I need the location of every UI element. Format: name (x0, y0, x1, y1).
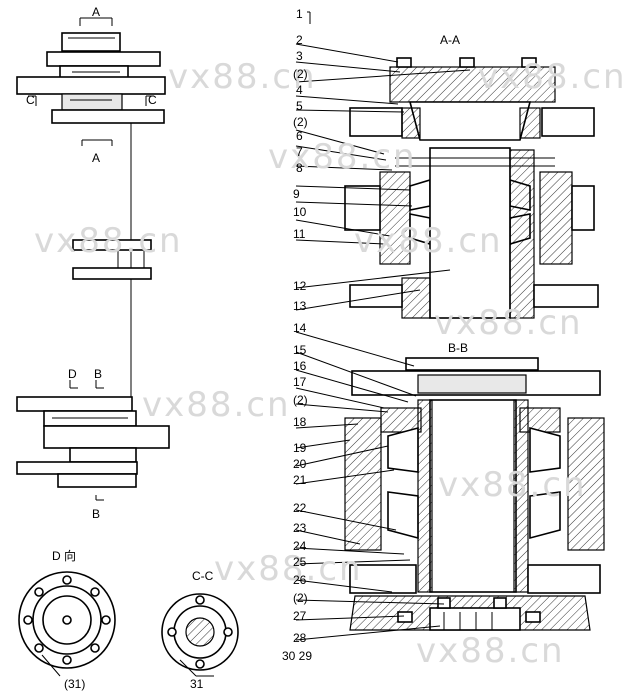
view-mark-a-bottom: A (92, 151, 100, 165)
part-label: (2) (293, 393, 308, 407)
cc-section (161, 593, 239, 677)
section-title-aa: A-A (440, 33, 460, 47)
part-label: 13 (293, 299, 307, 313)
watermark: vx88.cn (168, 57, 317, 97)
part-label: 6 (296, 129, 303, 143)
watermark: vx88.cn (416, 631, 565, 671)
section-title-bb: B-B (448, 341, 468, 355)
part-label: 9 (293, 187, 300, 201)
d-view-flange (18, 571, 116, 677)
watermark: vx88.cn (354, 221, 503, 261)
part-label: 2 (296, 33, 303, 47)
view-mark-b-top: B (94, 367, 102, 381)
part-label: 28 (293, 631, 307, 645)
watermark: vx88.cn (478, 57, 627, 97)
part-label: 11 (293, 227, 306, 241)
part-label: (2) (293, 591, 308, 605)
watermark: vx88.cn (268, 137, 417, 177)
section-titles: A-A B-B C-C D 向 A A C C D B B (26, 5, 468, 583)
part-label: 1 (296, 7, 303, 21)
section-title-cc: C-C (192, 569, 214, 583)
part-label: (31) (64, 677, 85, 691)
part-label: 30 29 (282, 649, 312, 663)
part-label: 26 (293, 573, 307, 587)
part-label: 3 (296, 49, 303, 63)
part-label: 14 (293, 321, 307, 335)
part-label: 5 (296, 99, 303, 113)
part-label: 27 (293, 609, 307, 623)
part-labels: 1 2 3 (2) 4 5 (2) 6 7 8 9 10 11 12 13 14… (64, 7, 312, 691)
bb-section (344, 357, 605, 631)
watermark: vx88.cn (434, 303, 583, 343)
part-label: 24 (293, 539, 307, 553)
part-label: 10 (293, 205, 307, 219)
part-label: 15 (293, 343, 307, 357)
part-label: 19 (293, 441, 307, 455)
aa-section (344, 57, 599, 319)
watermarks: vx88.cn vx88.cn vx88.cn vx88.cn vx88.cn … (34, 57, 627, 671)
view-title-d: D 向 (52, 548, 76, 563)
watermark: vx88.cn (438, 465, 587, 505)
part-label: (2) (293, 115, 308, 129)
part-label: 31 (190, 677, 204, 691)
leader-lines (295, 11, 471, 641)
view-mark-d: D (68, 367, 77, 381)
view-mark-c-left: C (26, 93, 35, 107)
part-label: 16 (293, 359, 307, 373)
part-label: 17 (293, 375, 307, 389)
part-label: 18 (293, 415, 307, 429)
part-label: 22 (293, 501, 307, 515)
part-label: 12 (293, 279, 307, 293)
part-label: 8 (296, 161, 303, 175)
part-label: 20 (293, 457, 307, 471)
part-label: 7 (296, 145, 303, 159)
view-mark-b-bottom: B (92, 507, 100, 521)
watermark: vx88.cn (34, 221, 183, 261)
part-label: 21 (293, 473, 307, 487)
left-elevation-view (16, 17, 170, 501)
view-mark-c-right: C (148, 93, 157, 107)
watermark: vx88.cn (142, 385, 291, 425)
view-mark-a-top: A (92, 5, 100, 19)
part-label: 25 (293, 555, 307, 569)
part-label: 23 (293, 521, 307, 535)
part-label: 4 (296, 83, 303, 97)
watermark: vx88.cn (214, 549, 363, 589)
part-label: (2) (293, 67, 308, 81)
